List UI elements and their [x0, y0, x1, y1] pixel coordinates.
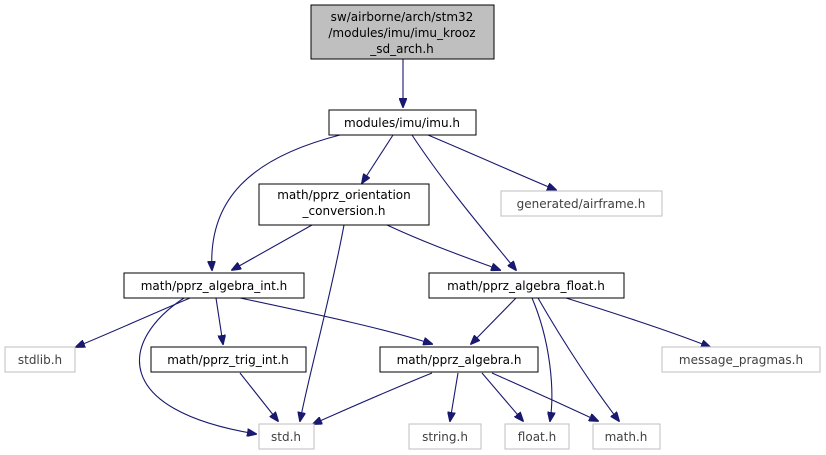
node-label: float.h — [518, 430, 556, 444]
node-message-pragmas-h[interactable]: message_pragmas.h — [661, 346, 821, 373]
node-label: generated/airframe.h — [517, 197, 646, 211]
edge-alg_float-to-float — [531, 297, 552, 421]
edge-orient-to-alg_float — [386, 224, 500, 270]
edge-alg_int-to-alg — [239, 297, 432, 344]
edges-layer — [76, 59, 710, 434]
node-label: std.h — [271, 430, 301, 444]
node-imu-h[interactable]: modules/imu/imu.h — [328, 109, 477, 136]
node-label: modules/imu/imu.h — [344, 116, 460, 130]
node-label: math/pprz_algebra_int.h — [141, 279, 288, 293]
edge-alg_int-to-trig — [215, 297, 223, 344]
node-label: math/pprz_algebra.h — [397, 353, 522, 367]
node-pprz-algebra-int-h[interactable]: math/pprz_algebra_int.h — [123, 272, 305, 299]
node-label-line: sw/airborne/arch/stm32 — [331, 10, 474, 24]
node-label: string.h — [422, 430, 468, 444]
node-math-h[interactable]: math.h — [592, 423, 661, 450]
edge-alg-to-string — [450, 372, 459, 421]
node-std-h[interactable]: std.h — [258, 423, 315, 450]
edge-imu-to-orient — [362, 134, 394, 183]
node-label: stdlib.h — [18, 353, 62, 367]
edge-imu-to-airframe — [427, 134, 556, 190]
edge-imu-to-alg_float — [411, 134, 516, 270]
edge-alg_float-to-math — [537, 297, 619, 421]
node-pprz-algebra-float-h[interactable]: math/pprz_algebra_float.h — [428, 272, 625, 299]
edge-alg-to-float — [481, 372, 523, 421]
node-label-line: _conversion.h — [302, 204, 386, 218]
node-label: math/pprz_algebra_float.h — [447, 279, 605, 293]
node-label: message_pragmas.h — [679, 353, 803, 367]
edge-orient-to-std — [300, 224, 345, 421]
node-root-file[interactable]: sw/airborne/arch/stm32 /modules/imu/imu_… — [310, 4, 495, 60]
edge-orient-to-alg_int — [232, 224, 313, 270]
edge-imu-to-alg_int — [212, 134, 341, 270]
node-stdlib-h[interactable]: stdlib.h — [4, 346, 76, 373]
node-string-h[interactable]: string.h — [408, 423, 482, 450]
node-label: math.h — [605, 430, 648, 444]
node-label-line: _sd_arch.h — [369, 42, 434, 56]
edge-alg_float-to-alg — [471, 297, 517, 344]
node-label: math/pprz_trig_int.h — [167, 353, 289, 367]
edge-alg-to-std — [313, 372, 433, 424]
nodes-layer: sw/airborne/arch/stm32 /modules/imu/imu_… — [4, 4, 821, 450]
node-pprz-trig-int-h[interactable]: math/pprz_trig_int.h — [150, 346, 307, 373]
node-float-h[interactable]: float.h — [504, 423, 570, 450]
node-airframe-h[interactable]: generated/airframe.h — [500, 190, 663, 217]
node-label-line: math/pprz_orientation — [277, 188, 411, 202]
edge-alg-to-math — [491, 372, 598, 421]
edge-trig-to-std — [239, 372, 278, 421]
edge-alg_float-to-msg — [565, 297, 710, 347]
node-label-line: /modules/imu/imu_krooz — [328, 26, 475, 40]
edge-alg_int-to-std — [139, 297, 256, 434]
node-pprz-algebra-h[interactable]: math/pprz_algebra.h — [379, 346, 539, 373]
node-pprz-orientation-conversion-h[interactable]: math/pprz_orientation _conversion.h — [258, 183, 430, 226]
